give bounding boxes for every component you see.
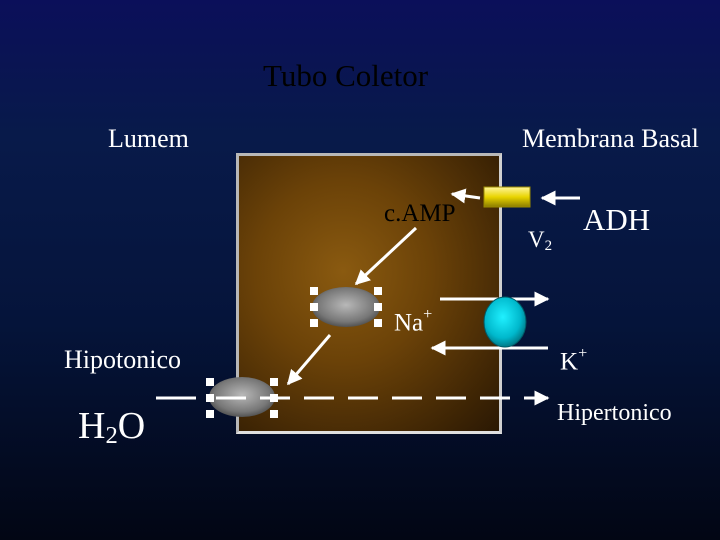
- lumen-label: Lumem: [108, 124, 189, 153]
- na-main: Na: [394, 309, 424, 337]
- vesicle-to-membrane-arrow: [286, 334, 332, 386]
- v2-subscript: 2: [544, 237, 553, 254]
- v2-receptor-icon: [483, 186, 531, 208]
- water-label: H2O: [78, 407, 145, 449]
- hypertonic-label: Hipertonico: [557, 400, 672, 426]
- potassium-label: K+: [560, 344, 588, 376]
- na-k-pump-icon: [483, 296, 527, 348]
- receptor-to-camp-arrow: [450, 188, 481, 204]
- basal-membrane-label: Membrana Basal: [522, 124, 699, 153]
- v2-label: V2: [528, 228, 552, 254]
- aquaporin-vesicle-icon: [310, 287, 382, 327]
- hypotonic-label: Hipotonico: [64, 345, 181, 374]
- diagram-title: Tubo Coletor: [263, 58, 429, 93]
- sodium-label: Na+: [394, 305, 433, 337]
- k-charge: +: [578, 344, 588, 362]
- h2o-subscript: 2: [105, 421, 118, 449]
- camp-to-vesicle-arrow: [354, 226, 418, 286]
- v2-main: V: [528, 227, 545, 252]
- h2o-o: O: [117, 405, 146, 447]
- h2o-h: H: [78, 405, 106, 447]
- na-charge: +: [423, 305, 433, 323]
- adh-label: ADH: [583, 202, 651, 237]
- k-main: K: [560, 348, 579, 376]
- camp-label: c.AMP: [384, 200, 456, 227]
